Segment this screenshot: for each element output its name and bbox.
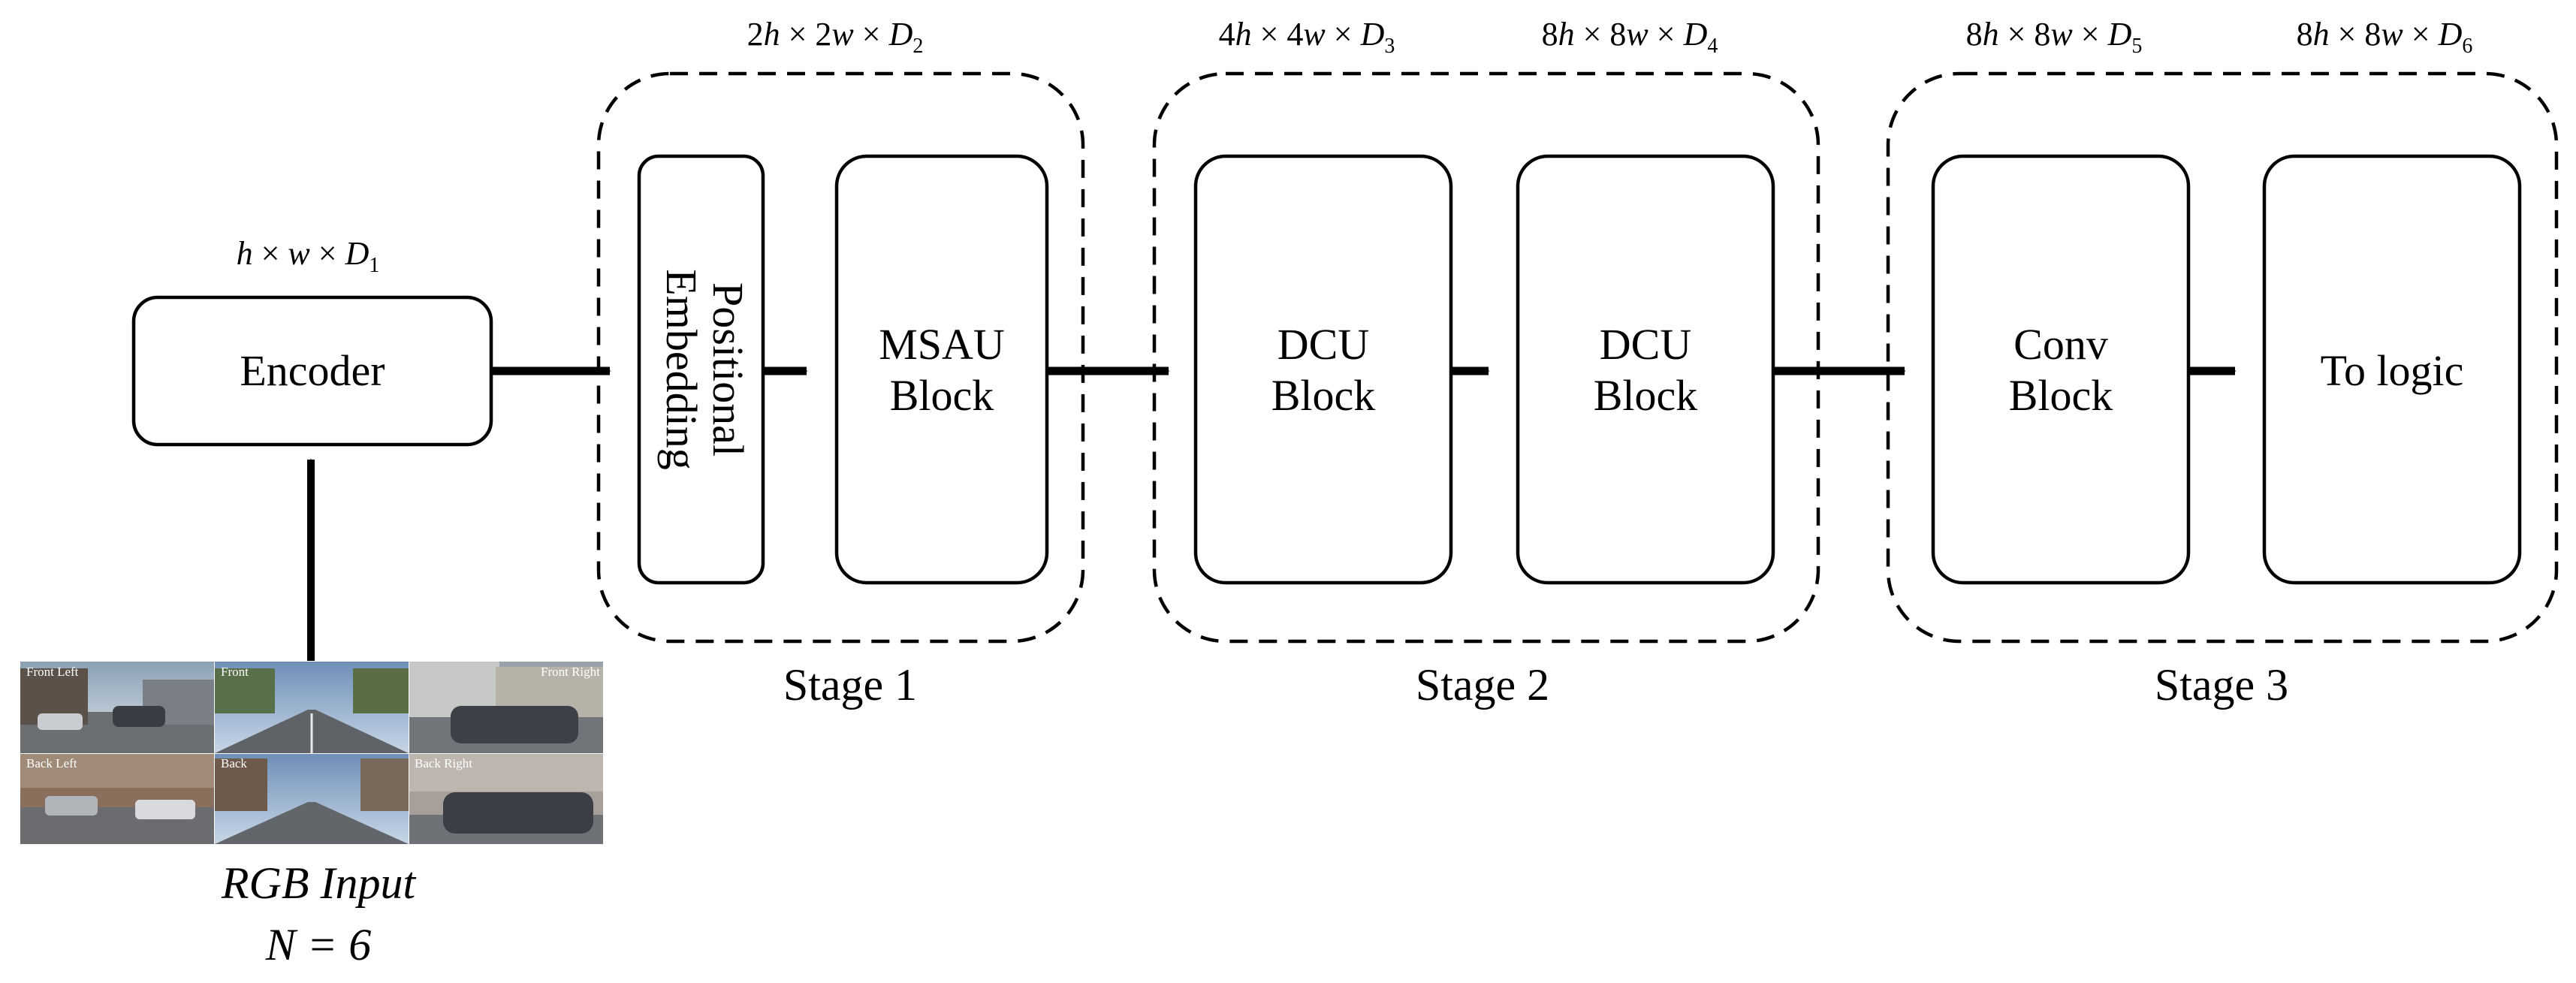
camera-view-back: Back <box>215 754 409 844</box>
stage3-dim1-label: 8h × 8w × D5 <box>1966 16 2143 58</box>
camera-label-front-left: Front Left <box>26 665 79 679</box>
camera-view-front-right: Front Right <box>409 662 603 753</box>
camera-view-back-left: Back Left <box>20 754 214 844</box>
msau-block <box>834 154 1049 585</box>
dcu2-label-line2: Block <box>1594 371 1698 420</box>
stage2-dim2-label: 8h × 8w × D4 <box>1542 16 1718 58</box>
msau-label-line2: Block <box>890 371 994 420</box>
stage3-dim2-label: 8h × 8w × D6 <box>2297 16 2473 58</box>
positional-embedding-block <box>637 154 765 585</box>
msau-label-line1: MSAU <box>879 320 1005 369</box>
dcu2-label-line1: DCU <box>1600 320 1691 369</box>
encoder-dim-label: h × w × D1 <box>237 235 380 277</box>
camera-view-front-left: Front Left <box>20 662 214 753</box>
stage3-container <box>1886 71 2559 644</box>
dcu-block-2 <box>1516 154 1775 585</box>
conv-block <box>1931 154 2191 585</box>
encoder-block <box>131 295 493 447</box>
flow-arrows <box>307 366 2237 661</box>
camera-view-back-right: Back Right <box>409 754 603 844</box>
camera-label-back-right: Back Right <box>415 756 472 770</box>
camera-label-front-right: Front Right <box>541 665 600 679</box>
camera-label-front: Front <box>221 665 249 679</box>
conv-label-line1: Conv <box>2013 320 2108 369</box>
stage1-dim-label: 2h × 2w × D2 <box>747 16 924 58</box>
to-logic-label: To logic <box>2321 346 2464 395</box>
positional-embedding-line1: Positional <box>704 282 753 457</box>
rgb-input-thumbnail: Front Left Front Front Right Back Left <box>20 662 603 844</box>
rgb-input-caption: RGB Input <box>221 858 417 908</box>
positional-embedding-text: Positional Embedding <box>657 269 753 469</box>
conv-label-line2: Block <box>2009 371 2113 420</box>
camera-label-back: Back <box>221 756 247 770</box>
stage2-dim1-label: 4h × 4w × D3 <box>1219 16 1395 58</box>
stage1-container <box>596 71 1085 644</box>
stage2-label: Stage 2 <box>1416 660 1549 710</box>
rgb-input-count: N = 6 <box>265 920 372 969</box>
positional-embedding-line2: Embedding <box>657 269 706 469</box>
stage3-label: Stage 3 <box>2155 660 2288 710</box>
camera-view-front: Front <box>215 662 409 753</box>
stage1-label: Stage 1 <box>783 660 917 710</box>
to-logic-block <box>2262 154 2522 585</box>
dcu1-label-line2: Block <box>1271 371 1376 420</box>
dcu-block-1 <box>1193 154 1453 585</box>
dcu1-label-line1: DCU <box>1277 320 1369 369</box>
encoder-label: Encoder <box>240 346 385 395</box>
camera-label-back-left: Back Left <box>26 756 77 770</box>
